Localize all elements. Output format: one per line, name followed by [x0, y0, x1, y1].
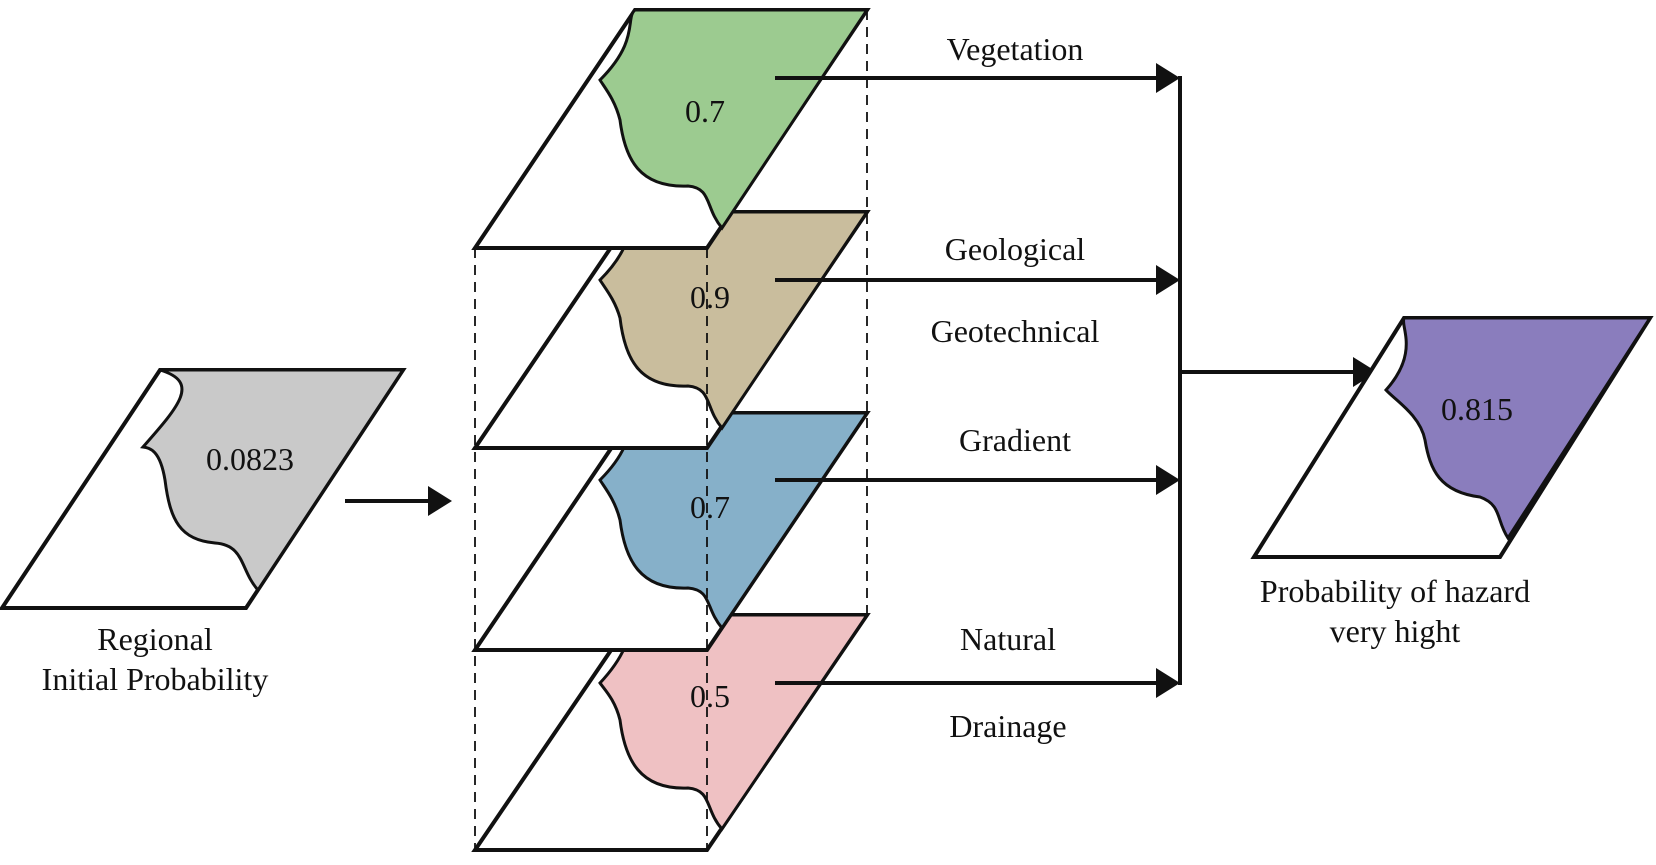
layer-arrow-geological [775, 265, 1180, 295]
layer-gradient: 0.7 [471, 411, 871, 652]
layer-drainage: 0.5 [471, 613, 871, 852]
layer-label-gradient: Gradient [959, 422, 1071, 458]
layer-arrow-gradient [775, 465, 1180, 495]
layer-label-vegetation: Vegetation [947, 31, 1084, 67]
layer-geological: 0.9 [471, 210, 871, 450]
layer-label-natural: Natural [960, 621, 1056, 657]
layer-gradient-value: 0.7 [690, 489, 730, 525]
layer-label-geological: Geological [945, 231, 1086, 267]
input-label-line1: Regional [97, 621, 213, 657]
layer-vegetation-value: 0.7 [685, 93, 725, 129]
output-map: 0.815 [1250, 316, 1654, 559]
output-value: 0.815 [1441, 391, 1513, 427]
output-label-line2: very hight [1330, 613, 1461, 649]
output-map-highlight [1383, 316, 1653, 541]
input-label-line2: Initial Probability [42, 661, 269, 697]
stack-dashed-edges [474, 10, 868, 850]
layer-arrow-drainage [775, 668, 1180, 698]
layer-label-drainage: Drainage [949, 708, 1066, 744]
layer-drainage-value: 0.5 [690, 678, 730, 714]
layer-label-geotechnical: Geotechnical [931, 313, 1100, 349]
layer-geological-value: 0.9 [690, 279, 730, 315]
layer-arrow-vegetation [775, 63, 1180, 93]
output-label-line1: Probability of hazard [1260, 573, 1530, 609]
input-map: 0.0823 [0, 368, 407, 610]
output-arrow [1180, 357, 1377, 387]
input-arrow [345, 486, 452, 516]
input-value: 0.0823 [206, 441, 294, 477]
input-map-highlight [140, 368, 406, 593]
